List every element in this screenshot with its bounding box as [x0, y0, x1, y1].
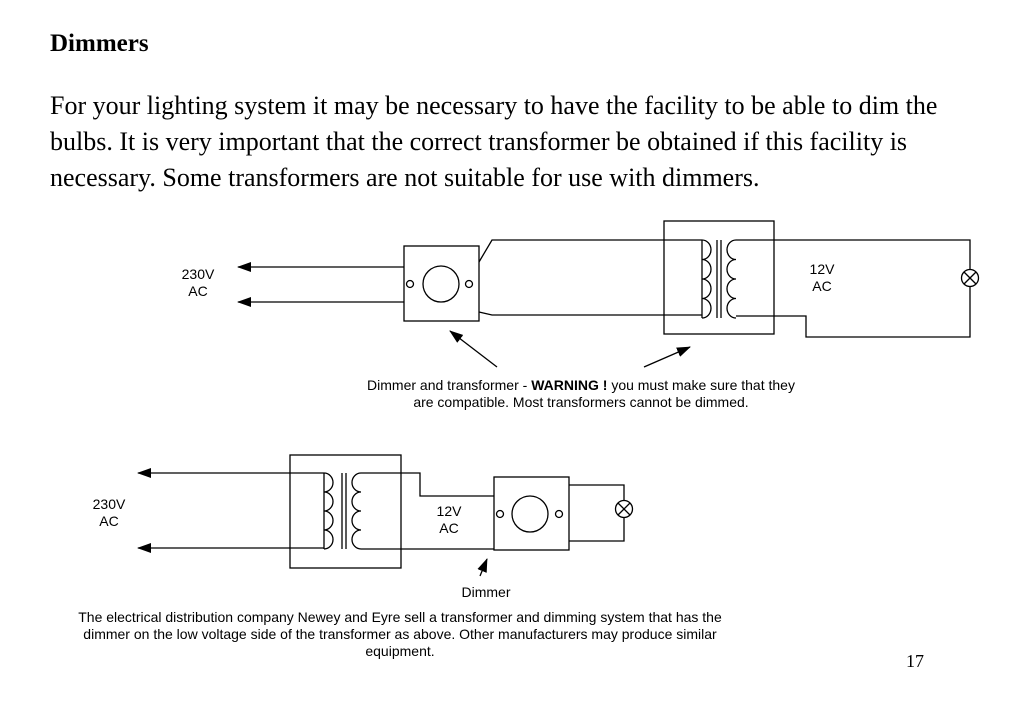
low-voltage-label-2: 12V AC [424, 503, 474, 537]
low-voltage-2: 12V [436, 503, 462, 519]
warning-text: WARNING ! [531, 377, 612, 393]
dimmer-unit [403, 245, 480, 322]
mains-voltage: 230V [181, 266, 215, 282]
wire-dimmer-transformer-top [478, 239, 664, 263]
wire-secondary-top [774, 239, 971, 270]
low-voltage-label-1: 12V AC [797, 261, 847, 295]
caption-line-1: Dimmer and transformer - WARNING ! you m… [300, 377, 862, 394]
mains-label-1: 230V AC [173, 266, 223, 300]
wire-secondary-bottom [774, 287, 971, 338]
wire-transformer-dimmer-top [401, 472, 494, 497]
dimmer-unit-2 [493, 476, 570, 551]
lamp-icon-2 [614, 499, 634, 519]
mains-type-2: AC [99, 513, 119, 529]
diagram2-caption: The electrical distribution company Newe… [30, 609, 770, 660]
mains-voltage-2: 230V [92, 496, 126, 512]
caption2-line-2: dimmer on the low voltage side of the tr… [83, 626, 717, 642]
low-voltage: 12V [809, 261, 835, 277]
mains-type: AC [188, 283, 208, 299]
wire-dimmer-lamp-top [569, 484, 625, 500]
wire-dimmer-transformer-bottom [478, 311, 664, 316]
pointer-arrow-dimmer-2 [477, 558, 488, 577]
wire-dimmer-lamp-bottom [569, 518, 625, 542]
mains-label-2: 230V AC [84, 496, 134, 530]
pointer-arrow-transformer [643, 346, 691, 368]
caption-suffix: you must make sure that they [611, 377, 795, 393]
transformer [663, 220, 775, 335]
diagram1-caption: Dimmer and transformer - WARNING ! you m… [300, 377, 862, 411]
low-voltage-type: AC [812, 278, 832, 294]
low-voltage-type-2: AC [439, 520, 459, 536]
diagram-dimmer-after-transformer [137, 454, 634, 577]
caption-line-2: are compatible. Most transformers cannot… [413, 394, 749, 410]
caption2-line-3: equipment. [365, 643, 435, 659]
transformer-2 [289, 454, 402, 569]
page-number: 17 [906, 651, 924, 671]
pointer-arrow-dimmer [449, 330, 498, 368]
dimmer-label: Dimmer [461, 584, 511, 600]
caption-prefix: Dimmer and transformer - [367, 377, 532, 393]
caption2-line-1: The electrical distribution company Newe… [78, 609, 722, 625]
diagram-dimmer-before-transformer [237, 220, 980, 368]
page-heading: Dimmers [50, 30, 149, 57]
lamp-icon [960, 268, 980, 288]
intro-paragraph: For your lighting system it may be neces… [50, 91, 938, 192]
